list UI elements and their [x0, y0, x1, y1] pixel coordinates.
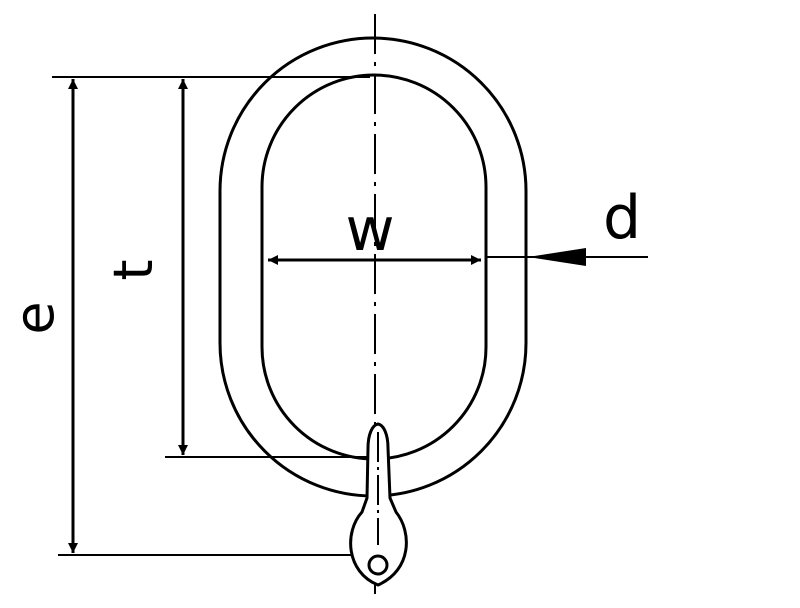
label-d: d [603, 183, 641, 253]
label-e: e [3, 301, 66, 334]
attachment-tag-hole [367, 554, 389, 576]
label-t: t [102, 259, 165, 280]
label-w: w [345, 195, 394, 265]
dimension-d-arrowhead [528, 248, 586, 266]
